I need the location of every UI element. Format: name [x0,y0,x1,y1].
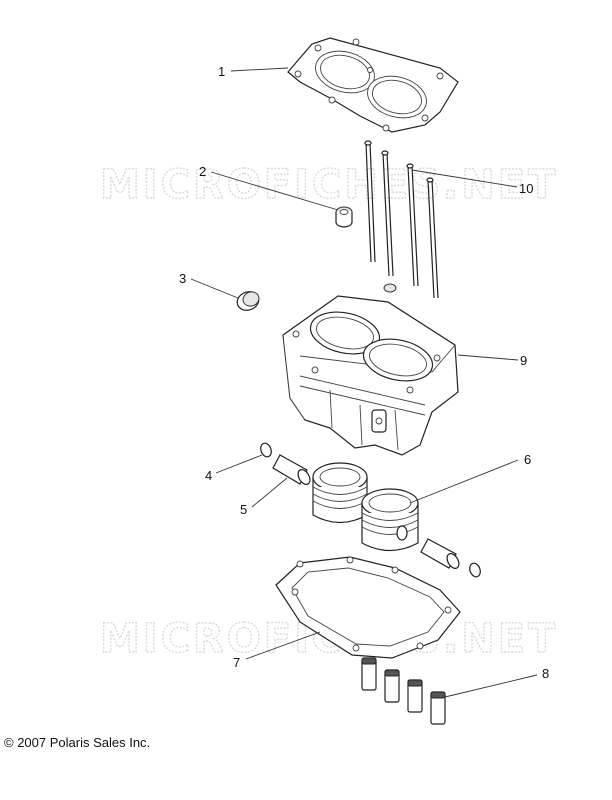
part-head-gasket [287,37,459,133]
callout-5: 5 [240,502,247,517]
callout-3: 3 [179,271,186,286]
leader-lines [190,67,538,698]
callout-9: 9 [520,353,527,368]
watermark-top: MICROFICHES.NET [100,162,558,208]
part-push-rods [364,140,439,299]
part-base-gasket [275,556,461,659]
callout-10: 10 [519,181,533,196]
part-lifters [361,657,446,725]
callout-7: 7 [233,655,240,670]
callout-2: 2 [199,164,206,179]
part-dowel [335,206,397,293]
callout-4: 4 [205,468,212,483]
callout-1: 1 [218,64,225,79]
callout-6: 6 [524,452,531,467]
callout-8: 8 [542,666,549,681]
part-circlips [260,442,481,578]
part-cylinder-block [282,295,459,456]
part-piston-pins [272,454,460,569]
part-pistons [312,462,419,552]
part-plug [236,291,260,311]
copyright-notice: © 2007 Polaris Sales Inc. [4,735,151,750]
